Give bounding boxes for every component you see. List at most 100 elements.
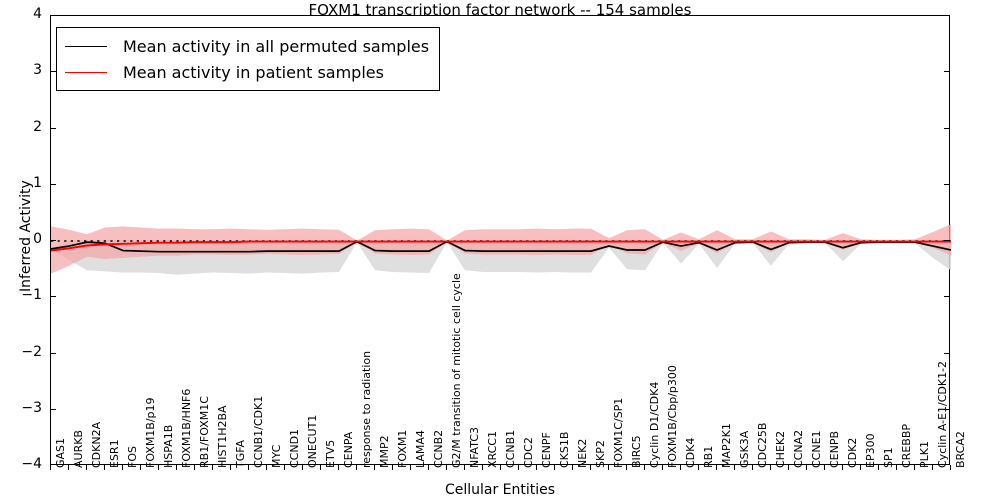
x-tick-label: ONECUT1 [306, 414, 319, 468]
x-tick-mark [86, 465, 88, 470]
x-tick-mark [716, 465, 718, 470]
x-tick-label: CENPF [540, 432, 553, 468]
x-tick-mark [266, 465, 268, 470]
x-tick-mark [698, 465, 700, 470]
x-tick-label: HSPA1B [162, 424, 175, 468]
x-tick-label: GAS1 [54, 437, 67, 468]
x-tick-label: CDKN2A [90, 421, 103, 468]
x-tick-label: NEK2 [576, 438, 589, 468]
x-tick-mark [500, 465, 502, 470]
x-tick-label: XRCC1 [486, 431, 499, 468]
x-tick-label: response to radiation [360, 350, 373, 468]
x-tick-mark [302, 465, 304, 470]
x-tick-mark [392, 465, 394, 470]
x-tick-label: CCNB1 [504, 429, 517, 468]
legend-item[interactable]: Mean activity in all permuted samples [65, 33, 429, 59]
x-tick-mark [824, 465, 826, 470]
legend-item[interactable]: Mean activity in patient samples [65, 59, 429, 85]
x-tick-label: SKP2 [594, 440, 607, 468]
x-tick-label: FOXM1C/SP1 [612, 397, 625, 468]
patient-band [51, 224, 951, 274]
x-tick-label: BIRC5 [630, 435, 643, 468]
y-tick-label: 2 [33, 118, 42, 135]
x-tick-label: GSK3A [738, 430, 751, 468]
x-tick-mark [950, 465, 952, 470]
x-tick-mark [662, 465, 664, 470]
x-tick-label: EP300 [864, 433, 877, 468]
x-tick-label: FOXM1B/HNF6 [180, 388, 193, 468]
legend-label: Mean activity in all permuted samples [123, 36, 430, 56]
y-tick-label: 3 [33, 62, 42, 79]
x-tick-mark [734, 465, 736, 470]
x-tick-mark [860, 465, 862, 470]
x-tick-mark [572, 465, 574, 470]
x-tick-label: G2/M transition of mitotic cell cycle [450, 273, 463, 468]
x-tick-label: BRCA2 [954, 431, 967, 468]
x-tick-mark [410, 465, 412, 470]
x-tick-mark [176, 465, 178, 470]
y-tick-label: −2 [21, 343, 42, 360]
x-tick-mark [320, 465, 322, 470]
x-tick-mark [50, 465, 52, 470]
x-tick-label: Cyclin D1/CDK4 [648, 381, 661, 468]
plot-svg [51, 224, 951, 275]
x-tick-label: CENPB [828, 430, 841, 468]
x-tick-label: Cyclin A-E1/CDK1-2 [936, 360, 949, 468]
chart-title: FOXM1 transcription factor network -- 15… [308, 1, 692, 19]
x-tick-label: FOS [126, 446, 139, 468]
x-tick-mark [230, 465, 232, 470]
x-tick-mark [626, 465, 628, 470]
x-tick-label: SP1 [882, 447, 895, 468]
x-tick-mark [284, 465, 286, 470]
x-tick-label: CDC25B [756, 422, 769, 468]
x-tick-label: CCNB1/CDK1 [252, 395, 265, 468]
x-tick-mark [842, 465, 844, 470]
x-tick-label: CDC2 [522, 437, 535, 468]
x-tick-mark [482, 465, 484, 470]
x-tick-label: CENPA [342, 431, 355, 468]
x-tick-label: CDK2 [846, 437, 859, 468]
x-tick-label: FOXM1B/p19 [144, 397, 157, 468]
x-tick-mark [446, 465, 448, 470]
x-tick-label: CREBBP [900, 424, 913, 468]
x-tick-mark [194, 465, 196, 470]
x-tick-label: FOXM1 [396, 429, 409, 468]
x-tick-label: CHEK2 [774, 430, 787, 468]
x-tick-mark [932, 465, 934, 470]
x-tick-mark [338, 465, 340, 470]
x-tick-mark [752, 465, 754, 470]
x-tick-mark [680, 465, 682, 470]
x-tick-label: NFATC3 [468, 427, 481, 468]
x-tick-mark [554, 465, 556, 470]
x-tick-mark [644, 465, 646, 470]
x-tick-mark [68, 465, 70, 470]
y-tick-label: −4 [21, 456, 42, 472]
x-tick-label: HIST1H2BA [216, 405, 229, 468]
x-tick-mark [770, 465, 772, 470]
x-tick-label: CCNB2 [432, 429, 445, 468]
x-tick-label: MYC [270, 444, 283, 468]
x-tick-mark [104, 465, 106, 470]
x-tick-mark [788, 465, 790, 470]
x-tick-label: LAMA4 [414, 430, 427, 468]
legend-line-swatch [65, 45, 107, 47]
x-tick-label: MMP2 [378, 435, 391, 468]
y-tick-label: −3 [21, 399, 42, 416]
x-tick-mark [536, 465, 538, 470]
x-tick-label: CCNE1 [810, 430, 823, 468]
x-tick-mark [590, 465, 592, 470]
x-tick-label: TGFA [234, 439, 247, 468]
x-tick-mark [428, 465, 430, 470]
x-tick-label: MAP2K1 [720, 423, 733, 468]
x-tick-mark [356, 465, 358, 470]
x-tick-label: RB1/FOXM1C [198, 396, 211, 468]
x-tick-label: CCND1 [288, 428, 301, 468]
y-axis-title: Inferred Activity [18, 180, 34, 292]
x-tick-label: CKS1B [558, 431, 571, 468]
x-tick-label: RB1 [702, 445, 715, 468]
x-tick-mark [122, 465, 124, 470]
x-tick-label: ESR1 [108, 439, 121, 468]
legend-label: Mean activity in patient samples [123, 62, 384, 82]
